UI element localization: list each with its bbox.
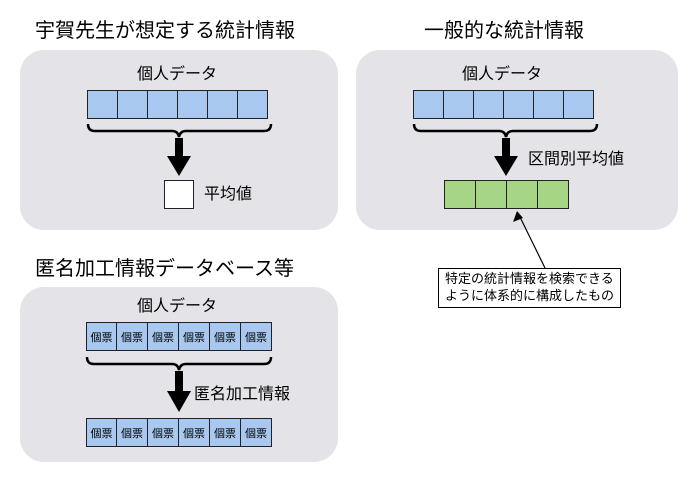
down-arrow-shaft (175, 138, 183, 158)
personal-data-label: 個人データ (462, 64, 543, 83)
summary-cell (476, 180, 507, 209)
anonymized-tickets: 個票 個票 個票 個票 個票 個票 (86, 418, 272, 447)
callout-pointer-head (513, 211, 523, 222)
record-cell (238, 90, 268, 119)
average-box (164, 180, 194, 209)
grouping-brace (85, 356, 273, 371)
down-arrow-head (494, 156, 518, 176)
down-arrow-shaft (502, 138, 510, 158)
personal-data-records (413, 90, 594, 119)
grouping-brace (412, 123, 599, 138)
average-result (164, 180, 194, 209)
ticket-cell: 個票 (241, 418, 272, 447)
callout-line-2: ように体系的に構成したもの (445, 289, 615, 304)
summary-cell (538, 180, 569, 209)
average-label: 平均値 (204, 184, 253, 203)
callout-line-1: 特定の統計情報を検索できる (445, 272, 614, 287)
callout-pointer (518, 214, 546, 269)
panel-title-general: 一般的な統計情報 (424, 18, 584, 42)
record-cell (208, 90, 238, 119)
ticket-cell: 個票 (86, 322, 117, 351)
record-cell (178, 90, 208, 119)
record-cell (413, 90, 444, 119)
record-cell (474, 90, 504, 119)
record-cell (87, 90, 118, 119)
ticket-cell: 個票 (179, 418, 210, 447)
ticket-cell: 個票 (148, 322, 179, 351)
interval-average-label: 区間別平均値 (528, 149, 625, 168)
personal-data-label: 個人データ (137, 296, 218, 315)
personal-data-label: 個人データ (137, 64, 218, 83)
interval-average-results (444, 180, 569, 209)
ticket-cell: 個票 (210, 418, 241, 447)
record-cell (564, 90, 594, 119)
callout-box: 特定の統計情報を検索できる ように体系的に構成したもの (438, 268, 622, 308)
panel-title-sensei: 宇賀先生が想定する統計情報 (35, 18, 295, 42)
record-cell (148, 90, 178, 119)
record-cell (504, 90, 534, 119)
down-arrow-shaft (175, 371, 183, 393)
anonymized-info-label: 匿名加工情報 (194, 384, 291, 403)
ticket-cell: 個票 (117, 322, 148, 351)
down-arrow-head (167, 391, 191, 412)
personal-data-tickets: 個票 個票 個票 個票 個票 個票 (86, 322, 272, 351)
panel-title-anonymized: 匿名加工情報データベース等 (35, 256, 294, 280)
personal-data-records (87, 90, 268, 119)
ticket-cell: 個票 (210, 322, 241, 351)
ticket-cell: 個票 (148, 418, 179, 447)
ticket-cell: 個票 (117, 418, 148, 447)
record-cell (118, 90, 148, 119)
grouping-brace (86, 123, 273, 138)
down-arrow-head (167, 156, 191, 176)
ticket-cell: 個票 (86, 418, 117, 447)
record-cell (444, 90, 474, 119)
ticket-cell: 個票 (179, 322, 210, 351)
ticket-cell: 個票 (241, 322, 272, 351)
summary-cell (507, 180, 538, 209)
summary-cell (444, 180, 476, 209)
record-cell (534, 90, 564, 119)
